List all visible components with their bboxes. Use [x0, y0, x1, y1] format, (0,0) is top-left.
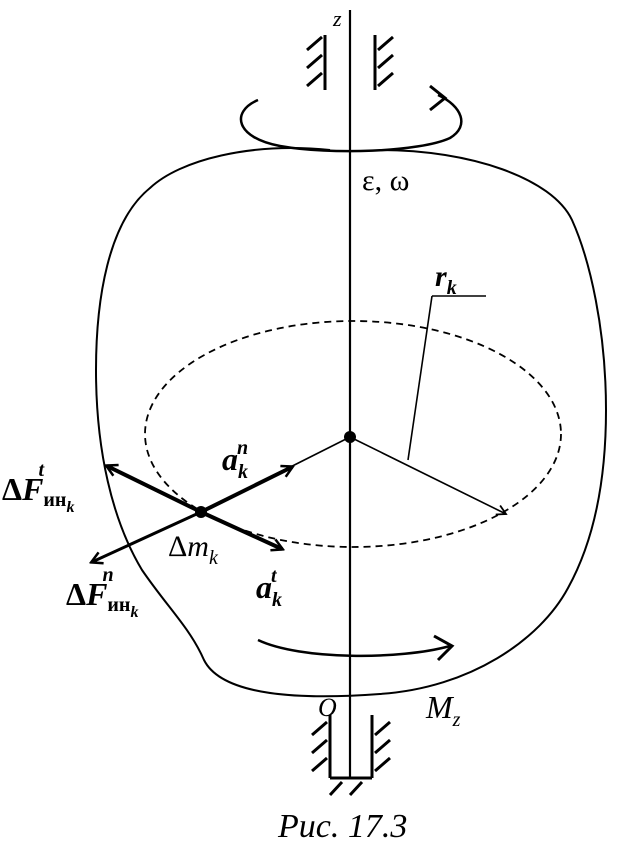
- rk-leader: [407, 295, 486, 461]
- body-outline: [94, 147, 608, 698]
- figure-caption: Рис. 17.3: [277, 808, 407, 845]
- arrow-a-t: [200, 510, 282, 549]
- arrow-dF-n: [92, 510, 202, 562]
- orbit-ellipse: [144, 320, 562, 548]
- radius-line-rk: [349, 436, 508, 516]
- label-a-t: akt: [256, 565, 282, 611]
- bottom-bearing: [311, 715, 391, 797]
- moment-arrow-Mz: [257, 634, 455, 662]
- label-dm: Δmk: [168, 530, 219, 569]
- label-dF-n: ΔFинkn: [66, 564, 138, 621]
- top-bearing: [306, 35, 394, 90]
- label-axis-z: z: [332, 6, 342, 31]
- label-rk: rk: [435, 260, 457, 299]
- rotation-arrow-top: [239, 84, 463, 153]
- label-a-n: akn: [222, 437, 248, 483]
- label-dF-t: ΔFинkt: [2, 459, 74, 516]
- label-Mz: Mz: [425, 689, 461, 731]
- arrow-dF-t: [107, 466, 202, 514]
- label-origin: O: [318, 693, 337, 722]
- label-eps-omega: ε, ω: [362, 164, 409, 197]
- arrow-a-n: [200, 467, 292, 514]
